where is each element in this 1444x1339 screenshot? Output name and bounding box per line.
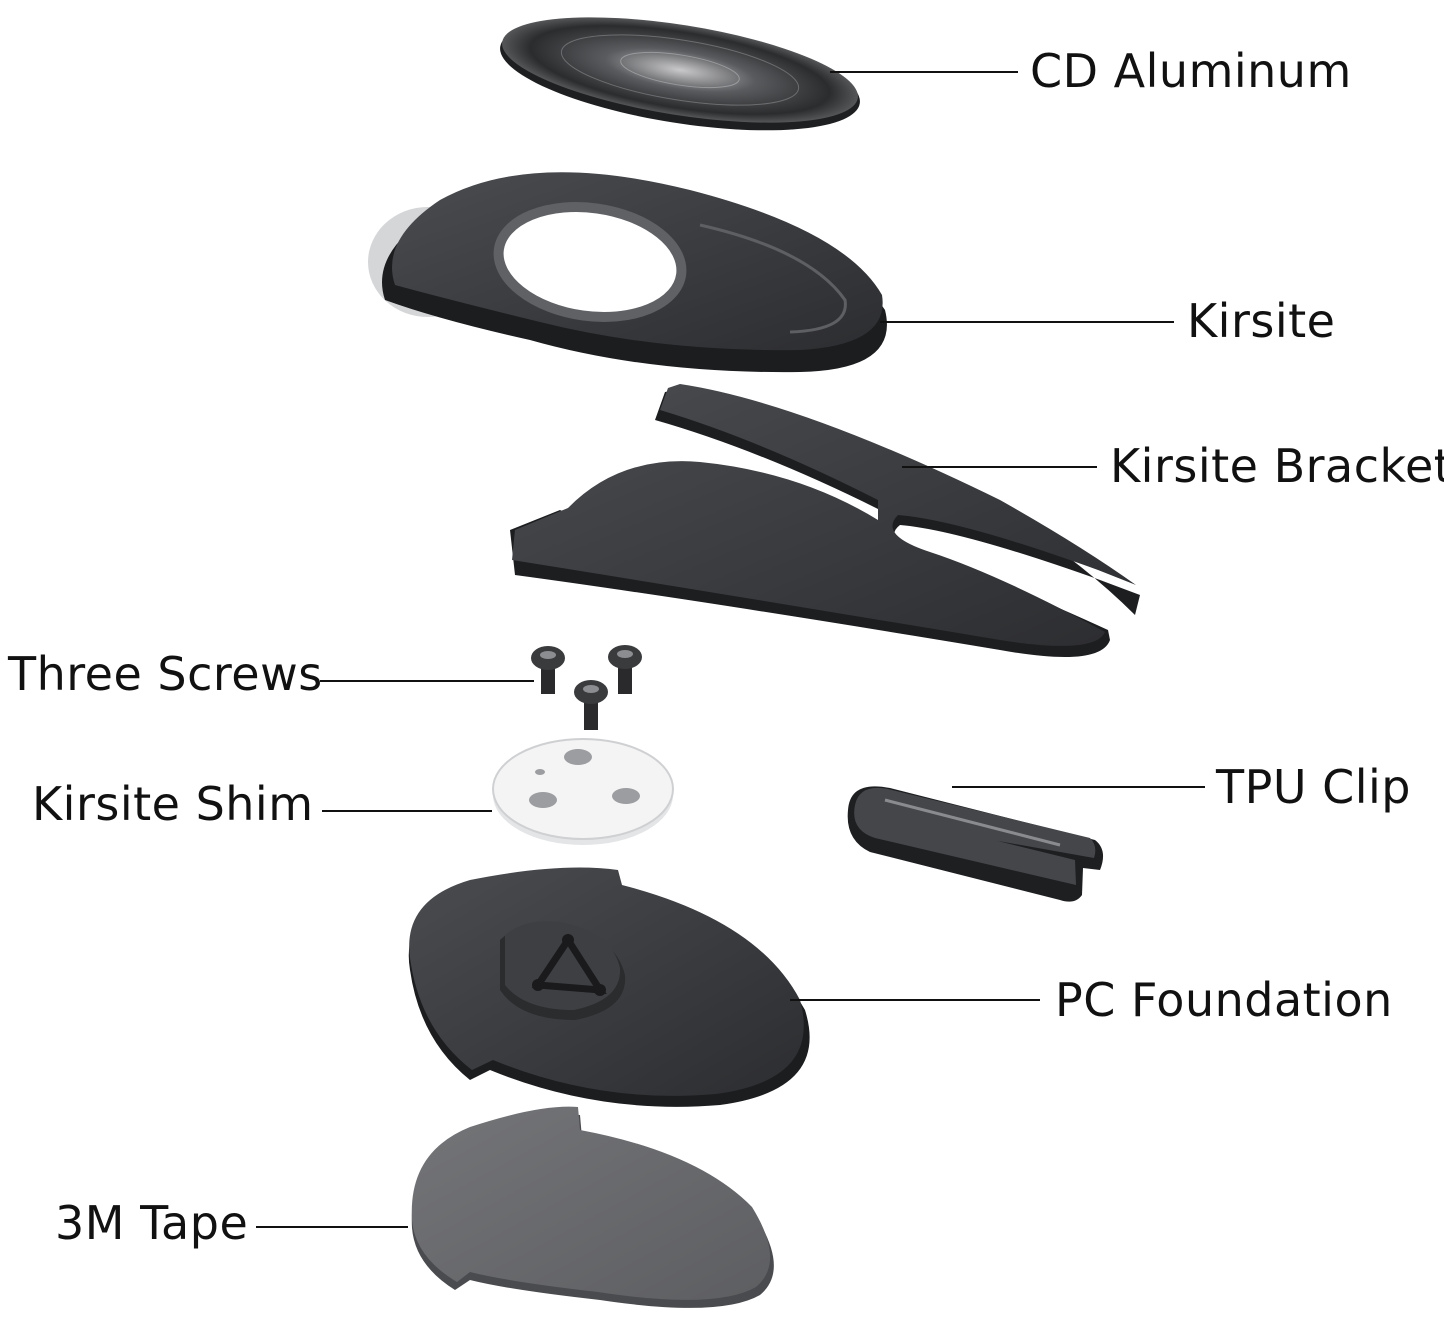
label-three-screws: Three Screws <box>8 647 323 701</box>
leader-pc-foundation <box>790 999 1040 1001</box>
kirsite-bracket <box>510 384 1140 658</box>
leader-3m-tape <box>256 1226 408 1228</box>
leader-tpu-clip <box>952 786 1205 788</box>
3m-tape <box>411 1106 774 1308</box>
label-tpu-clip: TPU Clip <box>1216 760 1412 814</box>
label-kirsite-bracket: Kirsite Bracket <box>1110 439 1444 493</box>
leader-kirsite <box>880 321 1174 323</box>
leader-kirsite-shim <box>322 810 492 812</box>
pc-foundation <box>408 867 810 1107</box>
screw-2 <box>608 645 642 694</box>
label-pc-foundation: PC Foundation <box>1055 973 1393 1027</box>
tpu-clip <box>847 786 1104 902</box>
three-screws <box>531 645 642 730</box>
kirsite-body <box>368 172 887 373</box>
leader-three-screws <box>320 680 534 682</box>
kirsite-shim <box>492 738 674 845</box>
label-3m-tape: 3M Tape <box>55 1196 249 1250</box>
leader-cd-aluminum <box>830 71 1018 73</box>
screw-1 <box>531 646 565 694</box>
label-kirsite: Kirsite <box>1187 294 1336 348</box>
cd-aluminum-plate <box>500 17 860 131</box>
leader-kirsite-bracket <box>902 466 1097 468</box>
screw-3 <box>574 680 608 730</box>
label-cd-aluminum: CD Aluminum <box>1030 44 1352 98</box>
label-kirsite-shim: Kirsite Shim <box>32 777 314 831</box>
